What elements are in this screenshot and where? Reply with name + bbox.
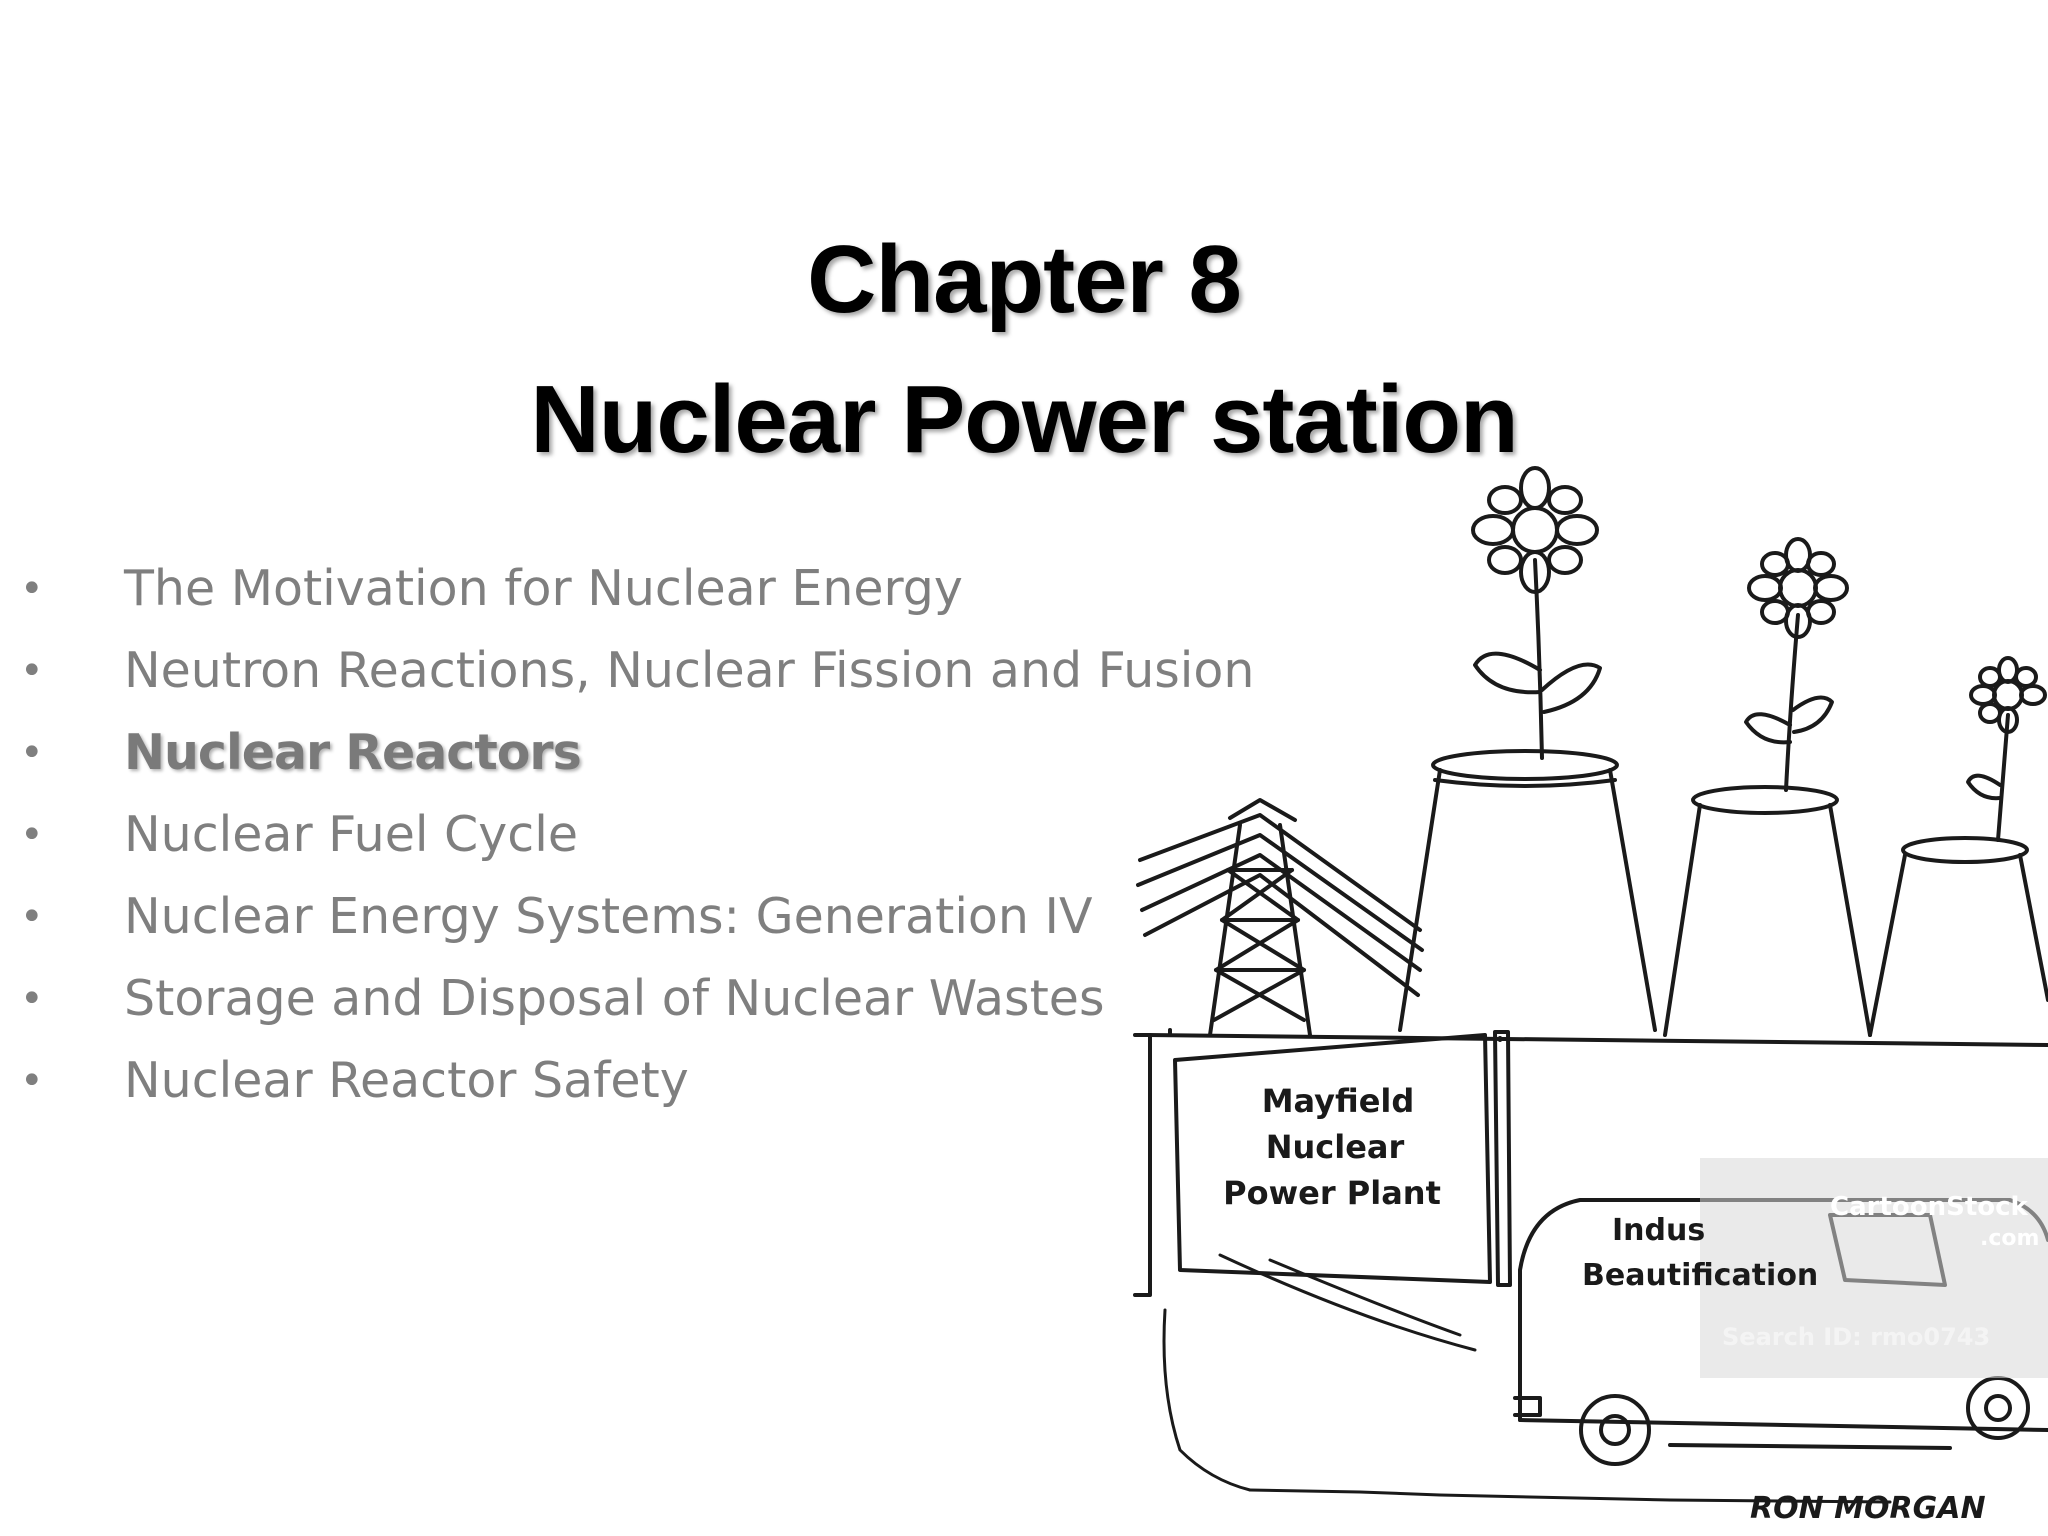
flower-large [1471, 466, 1602, 760]
bullet-item: • The Motivation for Nuclear Energy [0, 548, 1260, 630]
plant-wall [1133, 1028, 2048, 1297]
van-text-line-2: Beautification [1582, 1258, 1818, 1293]
nuclear-plant-cartoon: Mayfield Nuclear Power Plant Indus Beaut… [1110, 440, 2048, 1536]
title-line-1: Chapter 8 [807, 226, 1242, 333]
bullet-text: Nuclear Energy Systems: Generation IV [124, 888, 1093, 945]
watermark [1700, 1158, 2048, 1378]
bullet-dot: • [20, 730, 44, 776]
bullet-item-highlighted: • Nuclear Reactors [0, 712, 1260, 794]
cooling-tower-medium [1663, 785, 1872, 1037]
watermark-domain: .com [1980, 1226, 2039, 1251]
bullet-text: Storage and Disposal of Nuclear Wastes [124, 970, 1105, 1027]
cartoon-drawing: Mayfield Nuclear Power Plant Indus Beaut… [1133, 466, 2048, 1526]
artist-signature: RON MORGAN [1750, 1491, 1986, 1526]
watermark-brand: CartoonStock [1830, 1192, 2029, 1222]
bullet-text: Nuclear Reactors [124, 724, 582, 781]
slide-title: Chapter 8 Nuclear Power station [0, 210, 2048, 490]
bullet-dot: • [20, 812, 44, 858]
title-line-2: Nuclear Power station [530, 366, 1518, 473]
bullet-list: • The Motivation for Nuclear Energy • Ne… [0, 548, 1260, 1122]
bullet-text: Nuclear Fuel Cycle [124, 806, 578, 863]
bullet-dot: • [20, 648, 44, 694]
bullet-item: • Nuclear Energy Systems: Generation IV [0, 876, 1260, 958]
sign-text-line-2: Nuclear [1266, 1128, 1405, 1166]
power-lines [1136, 813, 1424, 997]
cartoon-labels: Mayfield Nuclear Power Plant Indus Beaut… [1223, 1082, 2039, 1526]
sign-text-line-3: Power Plant [1223, 1174, 1441, 1212]
bullet-text: The Motivation for Nuclear Energy [124, 560, 963, 617]
bullet-item: • Nuclear Fuel Cycle [0, 794, 1260, 876]
bullet-dot: • [20, 976, 44, 1022]
bullet-item: • Storage and Disposal of Nuclear Wastes [0, 958, 1260, 1040]
watermark-search-id: Search ID: rmo0743 [1722, 1323, 1990, 1351]
road [1162, 1253, 1892, 1504]
bullet-dot: • [20, 1058, 44, 1104]
pylon [1208, 798, 1312, 1037]
flower-small [1966, 656, 2047, 842]
sign-board [1173, 1030, 1512, 1287]
flower-medium [1744, 537, 1849, 792]
bullet-item: • Nuclear Reactor Safety [0, 1040, 1260, 1122]
bullet-item: • Neutron Reactions, Nuclear Fission and… [0, 630, 1260, 712]
bullet-dot: • [20, 894, 44, 940]
bullet-text: Nuclear Reactor Safety [124, 1052, 689, 1109]
bullet-dot: • [20, 566, 44, 612]
cooling-tower-large [1398, 749, 1657, 1032]
van-text-line-1: Indus [1612, 1213, 1705, 1248]
cooling-tower-small [1868, 836, 2048, 1037]
sign-text-line-1: Mayfield [1262, 1082, 1415, 1120]
bullet-text: Neutron Reactions, Nuclear Fission and F… [124, 642, 1255, 699]
